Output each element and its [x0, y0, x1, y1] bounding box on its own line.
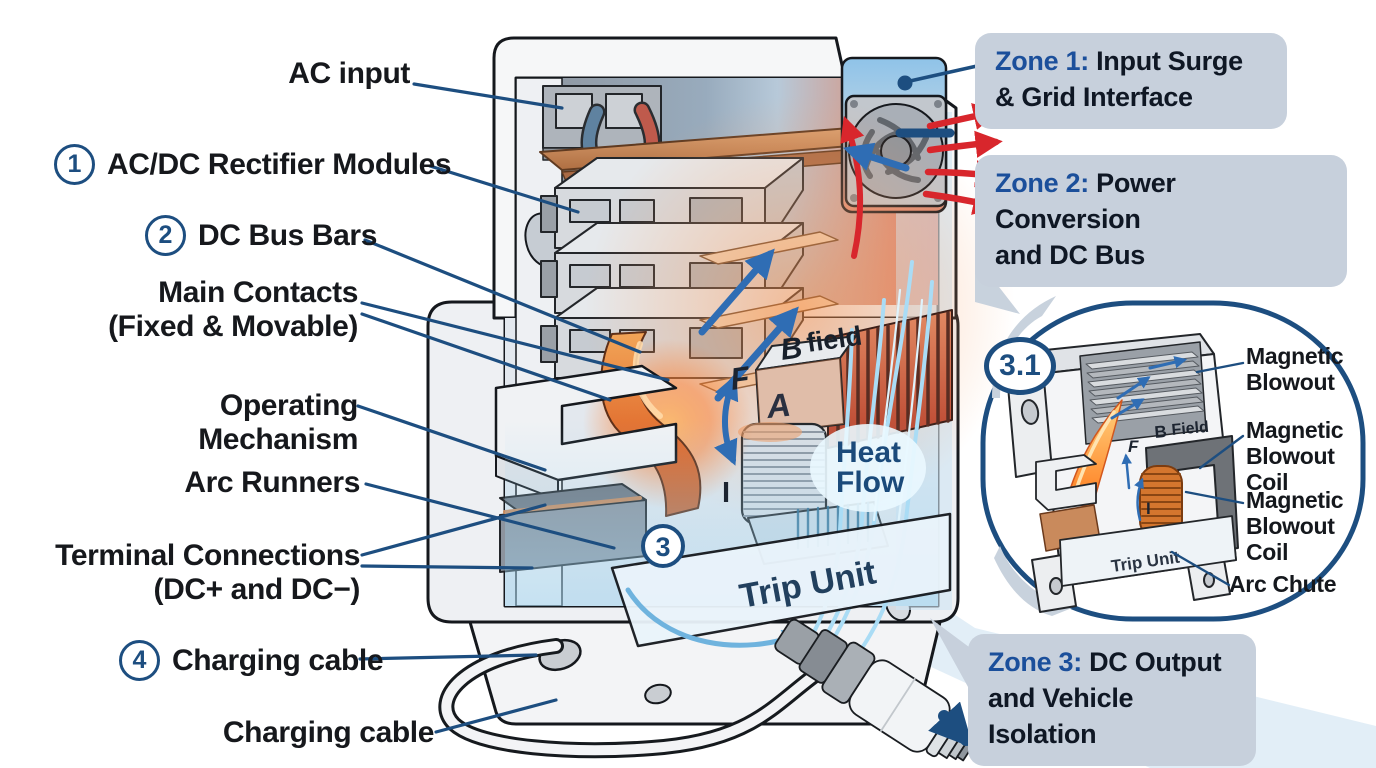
zone2-callout: Zone 2: Power Conversion and DC Bus [975, 155, 1347, 287]
leader-main-contacts-2 [360, 312, 612, 402]
dc-output-arrow [928, 701, 974, 748]
inset-label3-line2: Blowout Coil [1246, 513, 1335, 566]
svg-text:3: 3 [655, 532, 670, 562]
inset-label2-line2: Blowout Coil [1246, 443, 1335, 496]
label-terminal-line1: Terminal Connections [55, 539, 360, 572]
zone3-line2: and Vehicle Isolation [988, 682, 1134, 749]
inset-detail: B Field F I Trip Unit [980, 296, 1366, 622]
leader-arc-runners [364, 482, 616, 550]
label-terminal-line2: (DC+ and DC−) [153, 572, 361, 606]
leader-terminal-2 [360, 564, 534, 570]
leader-dc-bus [363, 238, 642, 354]
leader-ac-input [412, 82, 564, 110]
charging-connector [774, 618, 977, 762]
label-operating-mechanism: Operating Mechanism [198, 389, 358, 456]
label-rectifier-row: 1 AC/DC Rectifier Modules [54, 144, 452, 185]
charging-cable [438, 638, 846, 759]
zone1-rest: Input Surge [1096, 46, 1243, 76]
zone2-rest: Power [1096, 168, 1176, 198]
zone1-line2: & Grid Interface [995, 81, 1193, 112]
label-charging-cable: Charging cable [172, 643, 384, 677]
main-unit-illustration: F B field A I Heat Flow Trip Unit 3 [426, 36, 1015, 762]
inset-label-blowout-coil-1: Magnetic Blowout Coil [1246, 417, 1376, 496]
zone1-anchor-dot [897, 75, 913, 91]
zone1-callout: Zone 1: Input Surge & Grid Interface [975, 33, 1287, 129]
zone2-line3: and DC Bus [995, 239, 1146, 270]
inset-label-b: B [1154, 422, 1168, 442]
device-label-b: B [778, 331, 804, 367]
inset-label1-line2: Blowout [1246, 369, 1335, 396]
zone2-line1: Zone 2: Power [995, 166, 1327, 202]
device-label-a: A [764, 386, 793, 425]
badge-3-1: 3.1 [984, 337, 1056, 395]
zone3-line1: Zone 3: DC Output [988, 645, 1236, 681]
inset-shade [994, 546, 1072, 616]
badge-1: 1 [54, 144, 95, 185]
zone3-callout: Zone 3: DC Output and Vehicle Isolation [968, 634, 1256, 766]
leader-operating-mechanism [356, 404, 547, 472]
zone3-tail [930, 618, 973, 696]
inset-label1-line1: Magnetic [1246, 343, 1344, 369]
label-charging-cable-row: 4 Charging cable [119, 640, 384, 681]
label-main-contacts-line1: Main Contacts [158, 276, 358, 309]
leader-charging-cable-2 [434, 698, 558, 734]
heat-flow-label-line1: Heat [836, 436, 901, 469]
inset-field-arrows [1110, 356, 1188, 522]
leader-zone1 [908, 64, 979, 83]
inset-label2-line1: Magnetic [1246, 417, 1344, 443]
leader-charging-cable-1 [358, 653, 538, 661]
heat-flow-label-line2: Flow [836, 466, 905, 499]
zone1-prefix: Zone 1: [995, 46, 1089, 76]
label-dc-bus: DC Bus Bars [198, 218, 377, 252]
inset-label-i: I [1146, 499, 1151, 518]
zone3-rest: DC Output [1089, 647, 1222, 677]
leader-terminal-1 [360, 503, 547, 557]
mounting-hole [644, 683, 672, 705]
label-arc-runners: Arc Runners [184, 466, 360, 499]
f-direction-arrow [714, 374, 739, 466]
inset-label-f: F [1128, 437, 1139, 456]
label-main-contacts: Main Contacts (Fixed & Movable) [78, 276, 358, 343]
leader-rectifier [428, 164, 580, 214]
inset-label-arc-chute: Arc Chute [1229, 571, 1337, 597]
inset-label-blowout-coil-2: Magnetic Blowout Coil [1246, 487, 1376, 566]
inset-leaders [1170, 361, 1245, 587]
inset-label3-line1: Magnetic [1246, 487, 1344, 513]
badge-3: 3 [641, 524, 685, 568]
zone3-prefix: Zone 3: [988, 647, 1082, 677]
label-terminal-connections: Terminal Connections (DC+ and DC−) [38, 539, 360, 606]
label-ac-input: AC input [288, 57, 410, 90]
label-rectifier: AC/DC Rectifier Modules [107, 147, 452, 181]
inset-label-magnetic-blowout: Magnetic Blowout [1246, 343, 1344, 396]
device-label-i: I [722, 477, 730, 509]
trip-unit-band [610, 512, 952, 648]
zone1-line1: Zone 1: Input Surge [995, 44, 1267, 80]
label-dc-bus-row: 2 DC Bus Bars [145, 215, 377, 256]
leader-lines [356, 64, 979, 734]
badge-4: 4 [119, 640, 160, 681]
label-charging-cable-2: Charging cable [222, 716, 435, 749]
leader-main-contacts-1 [360, 301, 670, 382]
zone2-prefix: Zone 2: [995, 168, 1089, 198]
label-main-contacts-line2: (Fixed & Movable) [108, 309, 358, 343]
inset-label-field: Field [1171, 419, 1210, 439]
badge-2: 2 [145, 215, 186, 256]
zone2-line2: Conversion [995, 203, 1141, 234]
